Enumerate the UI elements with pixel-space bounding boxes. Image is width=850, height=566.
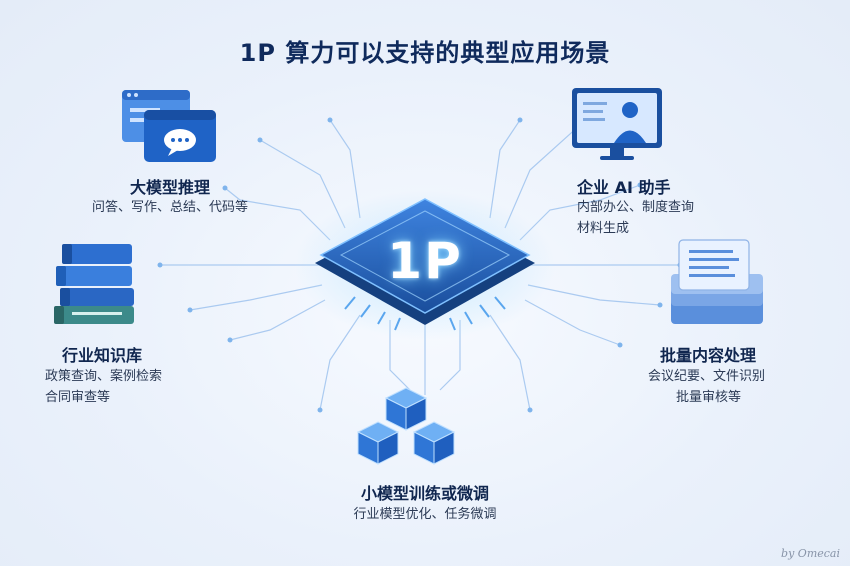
scenario-desc-batch-processing-2: 批量审核等: [676, 390, 742, 405]
scenario-desc-enterprise-assistant-1: 内部办公、制度查询: [577, 200, 695, 215]
scenario-desc-small-model-training: 行业模型优化、任务微调: [353, 507, 497, 522]
scenario-title-llm-inference: 大模型推理: [129, 178, 210, 197]
chip-icon: [295, 190, 555, 340]
scenario-desc-batch-processing-1: 会议纪要、文件识别: [648, 369, 766, 384]
scenario-title-knowledge-base: 行业知识库: [62, 346, 143, 365]
cubes-icon: [356, 387, 456, 465]
scenario-title-small-model-training: 小模型训练或微调: [360, 484, 489, 503]
scenario-desc-enterprise-assistant-2: 材料生成: [577, 221, 630, 236]
scenario-desc-llm-inference: 问答、写作、总结、代码等: [91, 200, 248, 215]
scenario-desc-knowledge-base-2: 合同审查等: [45, 390, 111, 405]
books-icon: [54, 244, 134, 324]
chat-window-icon: [122, 90, 216, 162]
watermark: by Omecai: [781, 547, 840, 560]
scenario-title-enterprise-assistant: 企业 AI 助手: [577, 178, 671, 197]
monitor-person-icon: [572, 88, 662, 160]
scenario-desc-knowledge-base-1: 政策查询、案例检索: [45, 369, 163, 384]
document-stack-icon: [671, 239, 763, 324]
chip-label: 1P: [387, 232, 463, 290]
scenario-title-batch-processing: 批量内容处理: [660, 346, 757, 365]
page-title: 1P 算力可以支持的典型应用场景: [239, 39, 611, 67]
